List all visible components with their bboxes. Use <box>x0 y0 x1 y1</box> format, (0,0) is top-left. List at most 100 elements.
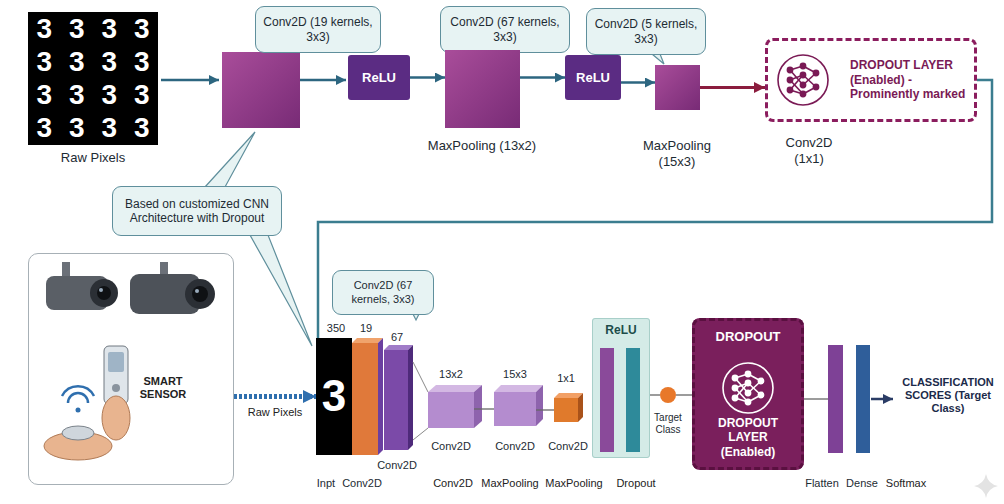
handheld-sensor <box>102 346 130 440</box>
layer-name: Softmax <box>881 477 931 490</box>
node-label: DROPOUT <box>716 329 781 345</box>
node-caption: Conv2D <box>375 459 419 472</box>
node-content <box>655 65 700 110</box>
conv-callout: Conv2D (19 kernels, 3x3) <box>255 6 381 53</box>
connector <box>650 394 660 395</box>
conv-1x1-block: 1x1Conv2D <box>554 398 578 422</box>
digit-sample: 3 <box>127 46 157 78</box>
note-callout: Based on customized CNN Architecture wit… <box>112 186 282 236</box>
lens-glint <box>195 289 199 293</box>
camera-lens <box>192 286 208 302</box>
layer-face <box>428 385 482 392</box>
relu-band: ReLU <box>592 318 650 458</box>
network-icon <box>723 363 773 413</box>
node-content <box>428 392 474 428</box>
conv-layer-slab: 67Conv2D <box>384 350 408 450</box>
conv-callout: Conv2D (67 kernels, 3x3) <box>332 270 434 315</box>
projection-line <box>413 362 428 392</box>
relu-box: ReLU <box>348 55 410 100</box>
maxpool-block: MaxPooling (15x3) <box>655 65 700 110</box>
connector <box>536 409 554 410</box>
node-content: ReLU <box>565 55 621 100</box>
digit-sample: 3 <box>29 13 59 45</box>
wireless-hand <box>44 386 112 460</box>
node-content: Conv2D (67 kernels, 3x3) <box>441 7 569 52</box>
network-icon <box>778 55 828 105</box>
connector <box>234 394 316 399</box>
connector-label: Raw Pixels <box>246 406 304 419</box>
node-content: Conv2D (19 kernels, 3x3) <box>256 7 380 52</box>
pooling-block: 13x2Conv2D <box>428 392 474 428</box>
node-caption: 1x1 <box>553 372 579 385</box>
node-caption: Target Class <box>648 412 688 436</box>
watermark-star <box>974 474 998 498</box>
node-caption: Conv2D <box>546 440 590 453</box>
dropout-layer-box: DROPOUT LAYER (Enabled) - Prominently ma… <box>765 38 977 122</box>
wifi-arc <box>68 393 88 403</box>
digit-sample: 3 <box>127 13 157 45</box>
node-content: ReLU <box>593 319 649 457</box>
connector <box>700 86 765 89</box>
dropout-layer-box: DROPOUTDROPOUT LAYER (Enabled) <box>692 318 804 470</box>
output-arrow <box>871 398 893 401</box>
node-content: DROPOUT LAYER (Enabled) - Prominently ma… <box>768 41 974 119</box>
digit-sample: 3 <box>29 112 59 144</box>
node-label: Conv2D (67 kernels, 3x3) <box>447 15 563 44</box>
node-label: ReLU <box>362 70 396 86</box>
digit-sample: 3 <box>94 79 124 111</box>
digit-sample: 3 <box>127 79 157 111</box>
node-caption: Flatten <box>802 477 842 490</box>
node-caption: Inpt <box>311 477 341 490</box>
node-content: Based on customized CNN Architecture wit… <box>113 187 281 235</box>
node-caption: 67 <box>386 331 408 344</box>
wifi-dot <box>76 408 81 413</box>
camera-mount <box>62 262 70 278</box>
node-caption: Conv2D (1x1) <box>779 135 839 166</box>
hand <box>102 396 130 440</box>
node-content <box>856 345 870 453</box>
lens-glint <box>99 288 103 292</box>
connector <box>474 408 494 409</box>
camera-lens <box>97 286 111 300</box>
flatten-bar: Flatten <box>828 345 843 453</box>
node-caption: Raw Pixels <box>33 150 153 166</box>
sensor-device <box>104 346 128 404</box>
camera-lens <box>185 279 215 309</box>
digit-sample: 3 <box>94 13 124 45</box>
connector <box>676 394 692 395</box>
projection-line <box>413 428 428 440</box>
relu-band-fill <box>592 318 650 458</box>
node-label: Based on customized CNN Architecture wit… <box>119 197 275 226</box>
digit-sample: 3 <box>62 46 92 78</box>
node-label: ReLU <box>576 70 610 86</box>
node-content: DROPOUTDROPOUT LAYER (Enabled) <box>695 321 801 467</box>
node-content <box>660 387 676 403</box>
layer-face <box>536 385 543 426</box>
layer-name: MaxPooling <box>543 477 605 490</box>
digit-sample: 3 <box>29 46 59 78</box>
node-content: 3 <box>316 338 352 455</box>
sensor-screen <box>108 352 124 372</box>
digit-sample: 3 <box>29 79 59 111</box>
pooling-block: 15x3Conv2D <box>494 392 536 426</box>
connector <box>410 76 445 79</box>
activation-bar <box>626 348 640 452</box>
camera-icon <box>46 262 215 314</box>
callout-tail <box>250 235 312 346</box>
connector <box>621 81 655 84</box>
node-label: ReLU <box>605 323 636 337</box>
node-caption: 19 <box>355 322 377 335</box>
node-label: DROPOUT LAYER (Enabled) - Prominently ma… <box>850 58 968 101</box>
digit-sample: 3 <box>62 13 92 45</box>
node-label: Conv2D (19 kernels, 3x3) <box>262 15 374 44</box>
maxpool-block: MaxPooling (13x2) <box>445 50 520 128</box>
node-caption: 350 <box>323 322 349 335</box>
layer-face <box>378 338 383 455</box>
node-caption: Conv2D <box>429 440 473 453</box>
node-label: Conv2D (5 kernels, 3x3) <box>593 17 699 46</box>
node-content <box>445 50 520 128</box>
node-label: Conv2D (67 kernels, 3x3) <box>339 279 427 305</box>
sensor-button <box>112 384 120 392</box>
